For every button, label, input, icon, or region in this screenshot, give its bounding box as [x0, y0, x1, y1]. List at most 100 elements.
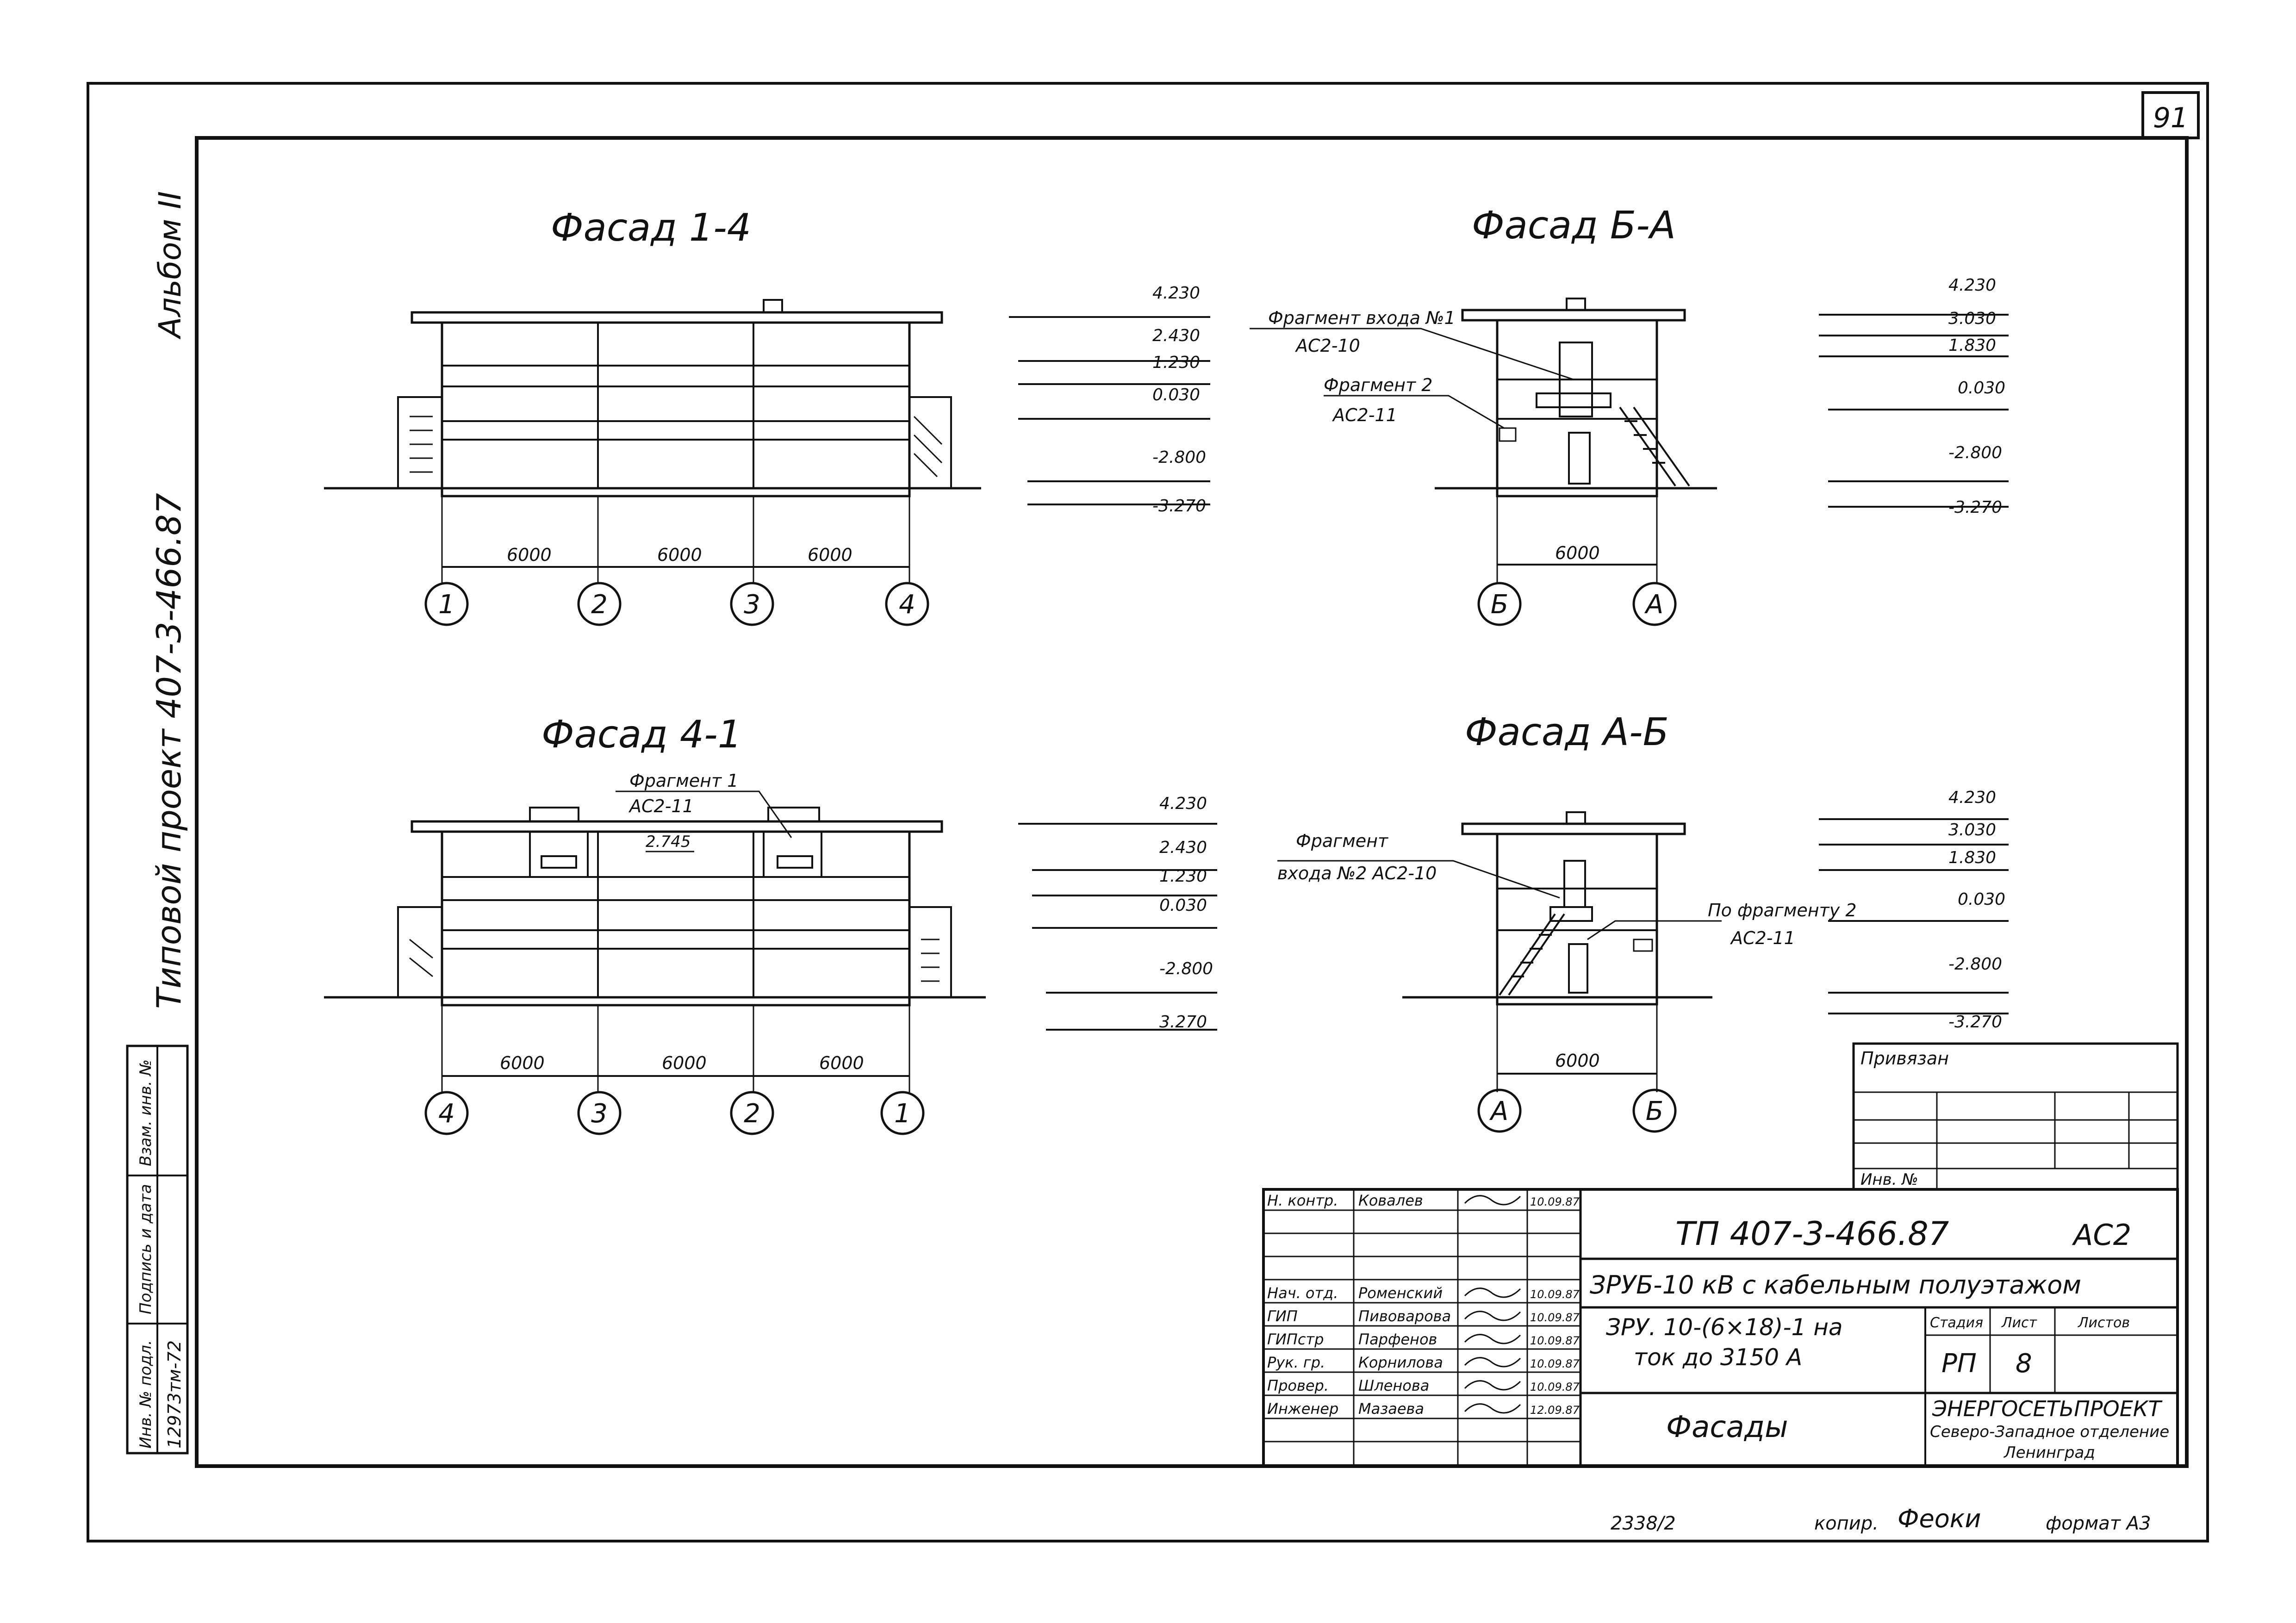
stamp-date-3: 10.09.87	[1530, 1311, 1580, 1324]
stamp-name-4: Парфенов	[1358, 1331, 1437, 1348]
f14-span-2: 6000	[657, 545, 702, 565]
f14-level-4: 0.030	[1152, 386, 1200, 404]
left-strip-inv-value: 12973тм-72	[164, 1340, 185, 1449]
title-block: Н. контр. Ковалев 10.09.87 Нач. отд. Ром…	[1262, 1188, 2179, 1468]
f41-level-3: 1.230	[1159, 867, 1207, 886]
f41-axis-3: 2	[744, 1099, 760, 1129]
fab-note2-a: По фрагменту 2	[1708, 900, 1857, 920]
project-vertical-label: Типовой проект 407-3-466.87	[149, 493, 188, 1009]
facade-a-b-title: Фасад А-Б	[1465, 710, 1669, 754]
f14-span-1: 6000	[507, 545, 552, 565]
fba-note1-a: Фрагмент входа №1	[1268, 308, 1456, 328]
stamp-sheet-title: Фасады	[1666, 1410, 1788, 1444]
fba-note1-b: АС2-10	[1294, 336, 1360, 356]
page-number-box	[2141, 91, 2200, 139]
fba-level-3: 1.830	[1948, 336, 1996, 355]
stamp-org3: Ленинград	[2003, 1443, 2095, 1462]
stamp-name-5: Корнилова	[1358, 1354, 1443, 1371]
f14-level-1: 4.230	[1152, 284, 1200, 303]
signature-5	[1464, 1357, 1521, 1368]
stamp-date-4: 10.09.87	[1530, 1334, 1580, 1347]
fba-axis-1: Б	[1491, 590, 1508, 620]
privyazan-inv: Инв. №	[1860, 1170, 1918, 1189]
stamp-date-5: 10.09.87	[1530, 1357, 1580, 1370]
stamp-role-6: Провер.	[1267, 1377, 1329, 1394]
fba-level-2: 3.030	[1948, 309, 1996, 328]
signature-2	[1464, 1287, 1521, 1298]
fab-level-2: 3.030	[1948, 821, 1996, 839]
page-number: 91	[2153, 102, 2188, 134]
left-strip-inv-podl: Инв. № подл.	[137, 1340, 155, 1449]
f41-span-1: 6000	[500, 1053, 545, 1073]
fba-level-4: 0.030	[1958, 379, 2005, 398]
fab-axis-2: Б	[1646, 1096, 1663, 1126]
fba-level-6: -3.270	[1948, 498, 2002, 517]
stamp-title2-a: ЗРУ. 10-(6×18)-1 на	[1606, 1314, 1843, 1341]
stamp-code: ТП 407-3-466.87	[1675, 1215, 1949, 1253]
f14-level-3: 1.230	[1152, 353, 1200, 372]
stamp-date-1: 10.09.87	[1530, 1195, 1580, 1208]
f14-level-5: -2.800	[1152, 448, 1206, 467]
left-strip-vzam: Взам. инв. №	[137, 1059, 155, 1166]
stamp-role-4: ГИПстр	[1267, 1331, 1324, 1348]
stamp-mark: АС2	[2072, 1218, 2131, 1252]
facade-a-b: Фасад А-Б Фрагмент входа №2 АС2-10 По фр…	[1277, 710, 2009, 1133]
fba-span-1: 6000	[1555, 543, 1600, 563]
facade-1-4-title: Фасад 1-4	[551, 206, 751, 250]
signature-7	[1464, 1403, 1521, 1414]
album-label: Альбом II	[152, 191, 188, 340]
f41-axis-1: 4	[438, 1099, 455, 1129]
stamp-date-2: 10.09.87	[1530, 1288, 1580, 1301]
facade-1-4: Фасад 1-4 6000 6000 6000 1 2 3 4	[324, 206, 1210, 626]
fba-note2-b: АС2-11	[1332, 405, 1397, 425]
stamp-role-5: Рук. гр.	[1267, 1354, 1325, 1371]
stamp-name-2: Роменский	[1358, 1284, 1443, 1302]
f41-level-5: -2.800	[1159, 959, 1213, 978]
bottom-note: 2338/2	[1611, 1513, 1676, 1534]
signature-4	[1464, 1334, 1521, 1344]
stamp-org1: ЭНЕРГОСЕТЬПРОЕКТ	[1932, 1396, 2163, 1421]
fba-level-1: 4.230	[1948, 276, 1996, 295]
stamp-sheet-no: 8	[2016, 1349, 2032, 1379]
signature-6	[1464, 1380, 1521, 1391]
facade-b-a: Фасад Б-А Фрагмент входа №1 АС2-10 Фрагм…	[1250, 204, 2009, 626]
fab-level-6: -3.270	[1948, 1013, 2002, 1032]
fab-note1-a: Фрагмент	[1296, 831, 1389, 851]
copied-label: копир.	[1814, 1513, 1879, 1534]
f41-level-6: 3.270	[1159, 1013, 1207, 1032]
stamp-name-6: Шленова	[1358, 1377, 1429, 1394]
stamp-role-7: Инженер	[1267, 1400, 1338, 1418]
facade-4-1: Фасад 4-1 Фрагмент 1 АС2-11 2.745 6000 6…	[324, 713, 1217, 1135]
outer-frame	[87, 82, 2209, 1542]
fab-span-1: 6000	[1555, 1051, 1600, 1071]
facade-b-a-title: Фасад Б-А	[1472, 204, 1676, 248]
signature-1	[1464, 1195, 1521, 1206]
f41-level-4: 0.030	[1159, 896, 1207, 915]
fab-note1-b: входа №2 АС2-10	[1277, 863, 1437, 883]
fab-axis-1: А	[1489, 1096, 1508, 1126]
fab-level-4: 0.030	[1958, 890, 2005, 909]
f14-axis-4: 4	[899, 590, 915, 620]
f41-span-2: 6000	[662, 1053, 707, 1073]
fab-level-1: 4.230	[1948, 788, 1996, 807]
format-label: формат А3	[2046, 1513, 2151, 1534]
f41-axis-2: 3	[591, 1099, 608, 1129]
fab-level-3: 1.830	[1948, 848, 1996, 867]
fba-level-5: -2.800	[1948, 443, 2002, 462]
f14-axis-2: 2	[591, 590, 608, 620]
copied-sign: Феоки	[1898, 1504, 1981, 1533]
stamp-name-7: Мазаева	[1358, 1400, 1424, 1418]
signature-3	[1464, 1311, 1521, 1321]
f41-span-3: 6000	[819, 1053, 864, 1073]
f14-span-3: 6000	[808, 545, 852, 565]
stamp-date-7: 12.09.87	[1530, 1404, 1580, 1417]
stamp-stage-label: Стадия	[1930, 1315, 1983, 1331]
facade-4-1-title: Фасад 4-1	[541, 713, 742, 757]
fba-note2-a: Фрагмент 2	[1324, 375, 1432, 395]
f14-axis-3: 3	[744, 590, 760, 620]
f41-inner-level: 2.745	[646, 833, 691, 851]
stamp-sheets-label: Листов	[2078, 1315, 2130, 1331]
f41-note1-b: АС2-11	[628, 796, 694, 816]
stamp-name-3: Пивоварова	[1358, 1307, 1451, 1325]
